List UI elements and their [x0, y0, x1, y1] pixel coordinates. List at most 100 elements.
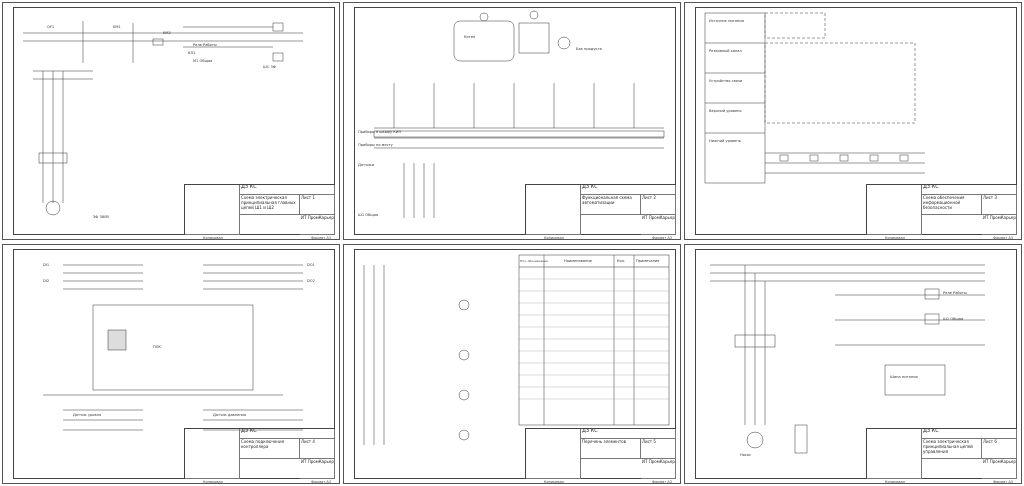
stamp-designation: Лист 2: [641, 195, 676, 215]
stamp-org: ИТ ПромКарьера: [300, 215, 335, 235]
title-block: ДЗ КС Функциональная схема автоматизации…: [525, 184, 676, 235]
stamp-designation: Лист 5: [641, 439, 676, 459]
drawing-sheet-1: QF1 KM1 KM2 Реле Работы КЛ1 М1 Общая ШС …: [2, 2, 340, 240]
controller-diagram: [43, 264, 303, 431]
stamp-org: ИТ ПромКарьера: [641, 215, 676, 235]
stamp-blank: [185, 185, 240, 235]
stamp-org: ИТ ПромКарьера: [982, 215, 1017, 235]
stamp-designation: Лист 4: [300, 439, 335, 459]
footer-left: Копировал: [203, 236, 223, 240]
stamp-org: ИТ ПромКарьера: [982, 459, 1017, 479]
label-lower-level: Нижний уровень: [709, 139, 741, 143]
label-sensors: Датчики: [358, 163, 375, 167]
label-do2: DO2: [307, 279, 315, 283]
label-m1: М1 Общая: [193, 59, 213, 63]
label-di2: DI2: [43, 279, 50, 283]
title-block: ДЗ КС Схема электрическая принципиальная…: [184, 184, 335, 235]
stamp-title: Схема электрическая принципиальная цепей…: [922, 439, 982, 459]
stamp-title: Схема электрическая принципиальная главн…: [240, 195, 300, 215]
stamp-title: Функциональная схема автоматизации: [581, 195, 641, 215]
label-level-sensor: Датчик уровня: [73, 413, 102, 417]
stamp-code: ДЗ КС: [240, 429, 335, 439]
col-note: Примечание: [636, 259, 660, 263]
label-do1: DO1: [307, 263, 315, 267]
label-comm-device: Устройство связи: [709, 79, 743, 83]
label-di1: DI1: [43, 263, 50, 267]
label-field-devices: Приборы по месту: [358, 143, 393, 147]
label-km1: KM1: [113, 25, 121, 29]
stamp-designation: Лист 6: [982, 439, 1017, 459]
sheet-frame: [13, 7, 335, 235]
footer-left: Копировал: [544, 480, 564, 484]
title-block: ДЗ КС Схема электрическая принципиальная…: [866, 428, 1017, 479]
label-tank: Бак продукта: [576, 47, 602, 51]
stamp-blank: [867, 429, 922, 479]
stamp-blank: [867, 185, 922, 235]
schematic-diagram-1: [23, 21, 303, 216]
footer-right: Формат А3: [311, 236, 331, 240]
label-power-bus: Шина питания: [890, 375, 918, 379]
stamp-org: ИТ ПромКарьера: [300, 459, 335, 479]
label-pump: Насос: [740, 453, 752, 457]
footer-left: Копировал: [885, 480, 905, 484]
label-boiler: Котел: [464, 35, 476, 39]
label-qf1: QF1: [47, 25, 55, 29]
label-plc: ПЛК: [153, 345, 161, 349]
sheet-frame: [354, 7, 676, 235]
title-block: ДЗ КС Схема обеспечения информационной б…: [866, 184, 1017, 235]
stamp-designation: Лист 1: [300, 195, 335, 215]
drawing-sheet-6: Реле Работы Ш1 Общая Шина питания Насос …: [684, 244, 1022, 484]
control-circuit-diagram: [710, 264, 985, 454]
sheet-frame: [13, 249, 335, 479]
footer-right: Формат А3: [652, 236, 672, 240]
label-shs: ШС 3Ф: [263, 65, 276, 69]
footer-left: Копировал: [885, 236, 905, 240]
label-3f: ЗФ 380В: [93, 215, 109, 219]
col-position: Поз. обозначение: [520, 259, 548, 263]
footer-left: Копировал: [203, 480, 223, 484]
stamp-code: ДЗ КС: [581, 429, 676, 439]
sheet-frame: [695, 249, 1017, 479]
label-kip-cabinet: Приборы в шкафу КИП: [358, 130, 402, 134]
footer-right: Формат А3: [993, 480, 1013, 484]
stamp-title: Схема обеспечения информационной безопас…: [922, 195, 982, 215]
security-diagram: [704, 12, 925, 184]
drawing-sheet-5: Поз. обозначение Наименование Кол. Приме…: [343, 244, 681, 484]
drawing-sheet-3: Источник питания Резервный канал Устройс…: [684, 2, 1022, 240]
stamp-designation: Лист 3: [982, 195, 1017, 215]
footer-right: Формат А3: [993, 236, 1013, 240]
stamp-code: ДЗ КС: [922, 429, 1017, 439]
label-relay-work: Реле Работы: [943, 291, 967, 295]
stamp-code: ДЗ КС: [240, 185, 335, 195]
footer-left: Копировал: [544, 236, 564, 240]
drawing-sheet-4: DI1 DI2 DO1 DO2 ПЛК Датчик уровня Датчик…: [2, 244, 340, 484]
stamp-code: ДЗ КС: [922, 185, 1017, 195]
stamp-blank: [185, 429, 240, 479]
label-km2: KM2: [163, 31, 171, 35]
drawing-sheet-2: Котел Бак продукта Приборы в шкафу КИП П…: [343, 2, 681, 240]
col-name: Наименование: [564, 259, 592, 263]
element-list-diagram: [363, 254, 670, 445]
label-kl1: КЛ1: [188, 51, 196, 55]
label-relay: Реле Работы: [193, 43, 217, 47]
stamp-title: Схема подключения контроллера: [240, 439, 300, 459]
footer-right: Формат А3: [652, 480, 672, 484]
sheet-frame: [695, 7, 1017, 235]
sheet-frame: [354, 249, 676, 479]
col-qty: Кол.: [617, 259, 626, 263]
label-pressure-sensor: Датчик давления: [213, 413, 247, 417]
label-upper-level: Верхний уровень: [709, 109, 742, 113]
stamp-title: Перечень элементов: [581, 439, 641, 459]
stamp-blank: [526, 185, 581, 235]
stamp-blank: [526, 429, 581, 479]
functional-diagram: [373, 10, 665, 218]
footer-right: Формат А3: [311, 480, 331, 484]
title-block: ДЗ КС Перечень элементов Лист 5 ИТ ПромК…: [525, 428, 676, 479]
stamp-code: ДЗ КС: [581, 185, 676, 195]
label-power-source: Источник питания: [709, 19, 744, 23]
label-sh1-common: Ш1 Общая: [943, 317, 964, 321]
stamp-org: ИТ ПромКарьера: [641, 459, 676, 479]
title-block: ДЗ КС Схема подключения контроллера Лист…: [184, 428, 335, 479]
label-sh1: Ш1 Общая: [358, 213, 379, 217]
label-reserve-channel: Резервный канал: [709, 49, 742, 53]
